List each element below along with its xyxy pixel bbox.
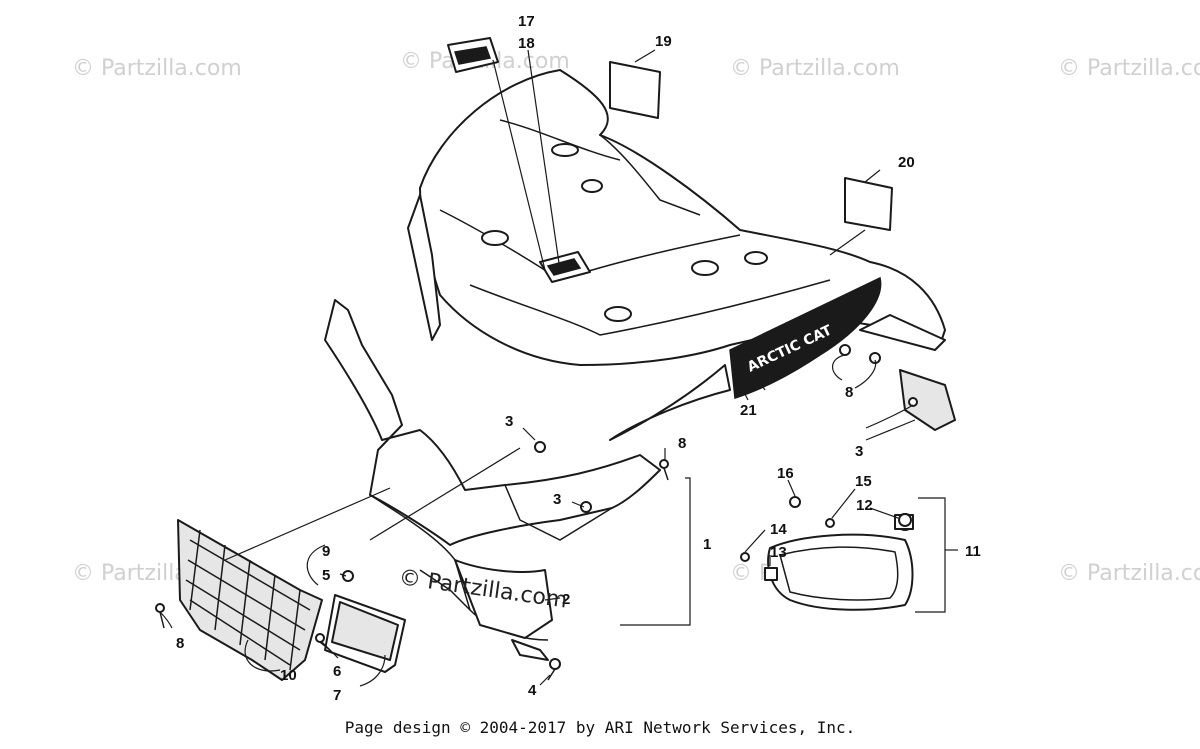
callouts: 17 18 19 20 21 8 3 3 8 3 1 2 4 9 5 8 10 … <box>176 13 981 704</box>
callout-1: 1 <box>703 536 711 553</box>
callout-3: 3 <box>505 413 513 430</box>
callout-11: 11 <box>965 543 981 560</box>
front-fascia[interactable] <box>324 299 661 661</box>
callout-18: 18 <box>518 35 535 52</box>
leader-lines <box>159 49 958 687</box>
callout-8: 8 <box>678 435 686 452</box>
callout-12: 12 <box>856 497 873 514</box>
callout-10: 10 <box>280 667 297 684</box>
footer-credit: Page design © 2004-2017 by ARI Network S… <box>344 718 856 737</box>
grille[interactable] <box>177 519 323 681</box>
headlight[interactable] <box>767 513 914 611</box>
callout-5: 5 <box>322 567 330 584</box>
front-body-panel[interactable]: ARCTIC CAT <box>407 69 956 441</box>
callout-2: 2 <box>562 591 570 608</box>
callout-3: 3 <box>553 491 561 508</box>
callout-8: 8 <box>845 384 853 401</box>
watermark: © Partzilla.com <box>1058 56 1200 81</box>
callout-4: 4 <box>528 682 537 699</box>
callout-3: 3 <box>855 443 863 460</box>
callout-13: 13 <box>770 544 787 561</box>
callout-8: 8 <box>176 635 184 652</box>
callout-14: 14 <box>770 521 787 538</box>
watermark: © Partzilla.com <box>1058 561 1200 586</box>
watermark: © Partzilla.com <box>72 56 242 81</box>
badge-17-18[interactable] <box>447 37 499 73</box>
callout-15: 15 <box>855 473 872 490</box>
reflector[interactable] <box>324 594 406 673</box>
callout-6: 6 <box>333 663 341 680</box>
decal-19[interactable] <box>609 61 661 119</box>
callout-7: 7 <box>333 687 341 704</box>
callout-17: 17 <box>518 13 535 30</box>
callout-19: 19 <box>655 33 672 50</box>
callout-9: 9 <box>322 543 330 560</box>
watermark: © Partzilla.com <box>730 56 900 81</box>
decal-20[interactable] <box>844 177 893 231</box>
callout-20: 20 <box>898 154 915 171</box>
callout-16: 16 <box>777 465 794 482</box>
callout-21: 21 <box>740 402 757 419</box>
